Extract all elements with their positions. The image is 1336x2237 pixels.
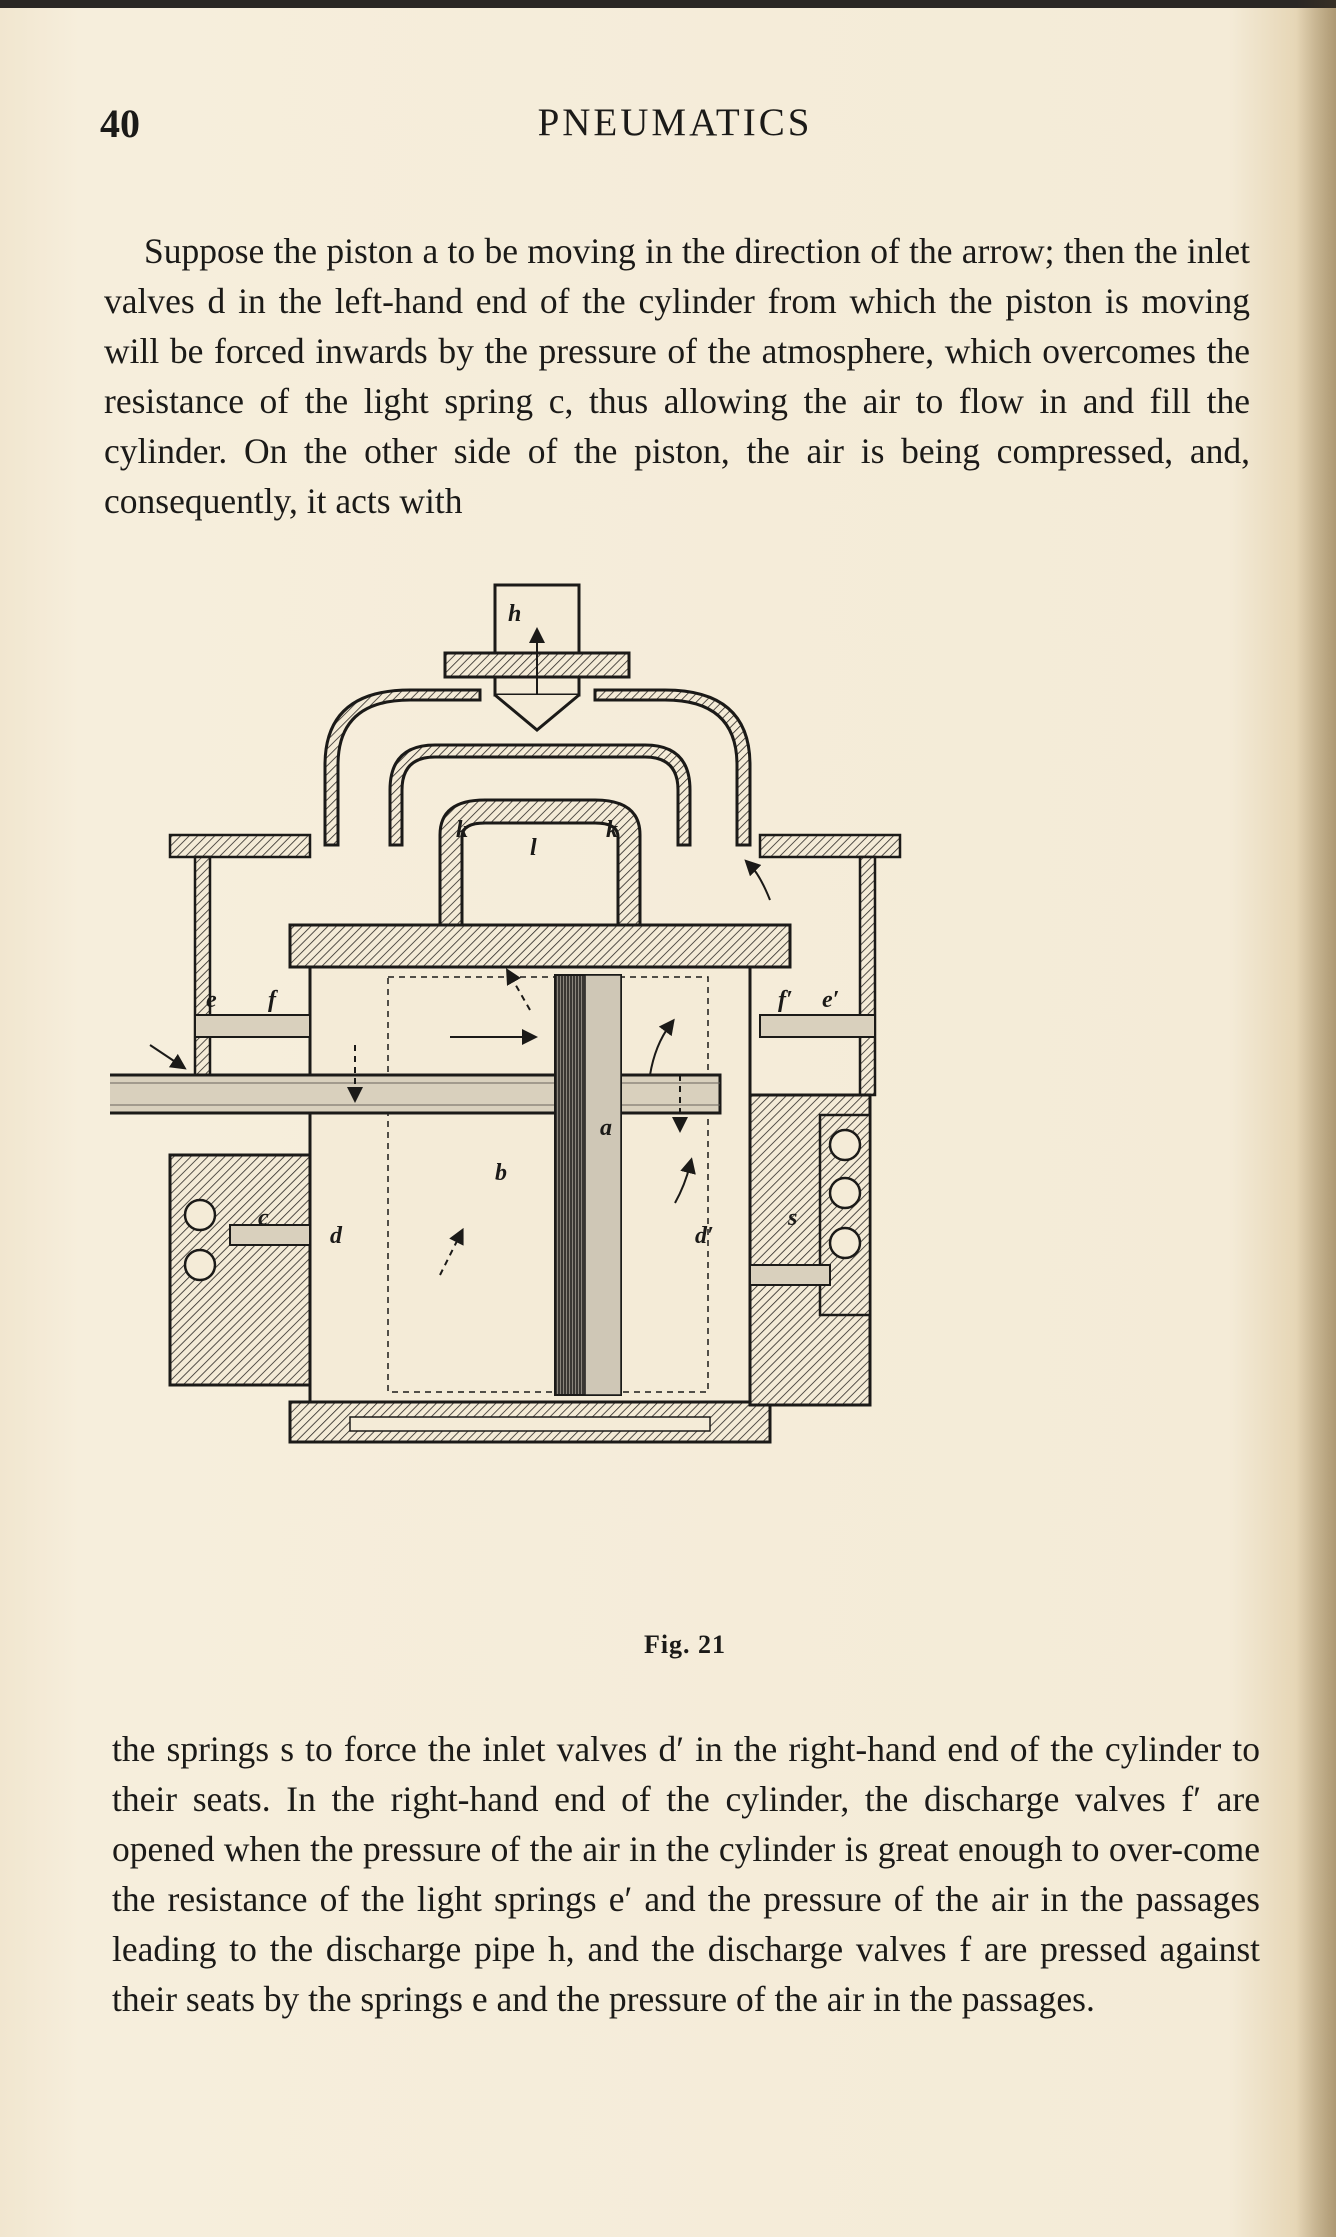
right-cover-flange — [758, 833, 902, 859]
label-k-left: k — [456, 817, 468, 843]
label-l: l — [530, 835, 537, 861]
label-d-prime: d′ — [695, 1223, 714, 1249]
outer-dome-right — [593, 688, 752, 847]
label-e-prime: e′ — [822, 987, 839, 1013]
page-number: 40 — [100, 101, 140, 146]
page-header: 40 PNEUMATICS — [100, 100, 1250, 150]
discharge-pipe — [443, 583, 631, 732]
page-gutter-shadow — [1296, 0, 1336, 2237]
label-c: c — [258, 1205, 269, 1231]
discharge-valve-f — [194, 1014, 311, 1038]
paragraph-top: Suppose the piston a to be moving in the… — [104, 230, 1250, 521]
right-casing-wall — [858, 855, 877, 1097]
left-cover-flange — [168, 833, 312, 859]
outer-dome-left — [323, 688, 482, 847]
water-jacket-line — [387, 976, 709, 1393]
compressor-cross-section-drawing: h k k l e f f′ e′ a b c d d′ s — [110, 583, 902, 1444]
running-head: PNEUMATICS — [537, 101, 813, 144]
inner-dome — [388, 743, 692, 847]
left-casing-wall — [193, 855, 212, 1097]
flow-arrows — [347, 968, 688, 1276]
page-top-edge — [0, 0, 1336, 8]
label-s: s — [787, 1205, 797, 1231]
solid-flow-arrows — [149, 859, 771, 1204]
label-e: e — [206, 987, 217, 1013]
compressor-figure: h k k l e f f′ e′ a b c d d′ s Fig. 21 — [110, 575, 1260, 1659]
piston-rod — [110, 1073, 722, 1115]
label-f: f — [268, 987, 278, 1013]
label-h: h — [508, 601, 521, 627]
discharge-valve-f-prime — [759, 1014, 876, 1038]
label-k-right: k — [606, 817, 618, 843]
paragraph-bottom: the springs s to force the inlet valves … — [112, 1728, 1260, 2019]
label-a: a — [600, 1115, 612, 1141]
label-f-prime: f′ — [778, 987, 793, 1013]
label-b: b — [495, 1160, 507, 1186]
cylinder-head — [288, 923, 792, 969]
figure-caption: Fig. 21 — [643, 1630, 727, 1659]
label-d: d — [330, 1223, 343, 1249]
